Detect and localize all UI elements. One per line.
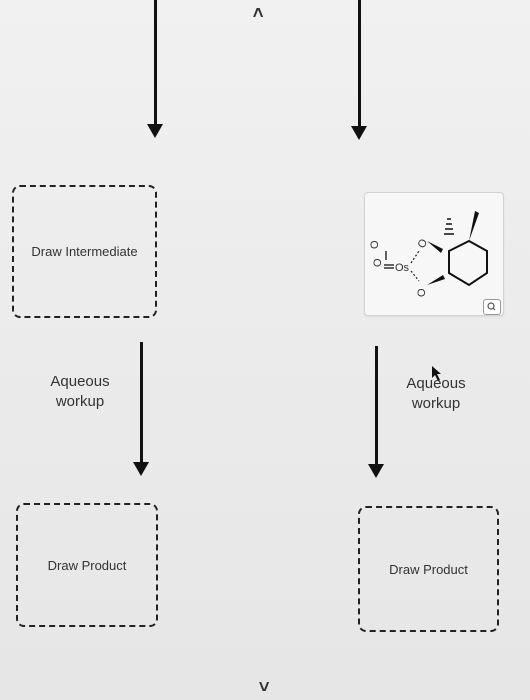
left-reagent-line2: workup <box>55 393 105 410</box>
ester-o-upper: O <box>416 237 431 251</box>
os-oxo-o-2: O <box>372 258 384 267</box>
os-oxo-o-1: O <box>369 240 381 249</box>
right-draw-product-label: Draw Product <box>389 561 468 577</box>
osmate-ester-structure: O O Os O O <box>369 211 488 297</box>
osmate-ester-structure-card[interactable]: O O Os O O <box>364 192 504 316</box>
right-reagent-line2: workup <box>411 395 461 412</box>
magnifier-icon <box>487 302 496 311</box>
right-reagent-line1: Aqueous <box>406 375 466 392</box>
osmium-label: Os <box>395 262 410 274</box>
zoom-button[interactable] <box>483 299 501 315</box>
ester-o-lower: O <box>416 288 428 297</box>
right-reagent-label: Aqueous workup <box>396 374 476 414</box>
scroll-down-chevron[interactable]: > <box>253 681 274 692</box>
draw-intermediate-label: Draw Intermediate <box>31 244 138 259</box>
left-draw-product-label: Draw Product <box>47 557 127 573</box>
mouse-cursor-icon <box>432 366 441 381</box>
right-draw-product-box[interactable]: Draw Product <box>358 506 499 632</box>
left-reagent-line1: Aqueous <box>50 373 110 390</box>
left-draw-product-box[interactable]: Draw Product <box>16 503 158 627</box>
draw-intermediate-box[interactable]: Draw Intermediate <box>12 185 157 318</box>
left-reagent-label: Aqueous workup <box>40 372 120 412</box>
scroll-up-chevron[interactable]: < <box>247 7 268 18</box>
